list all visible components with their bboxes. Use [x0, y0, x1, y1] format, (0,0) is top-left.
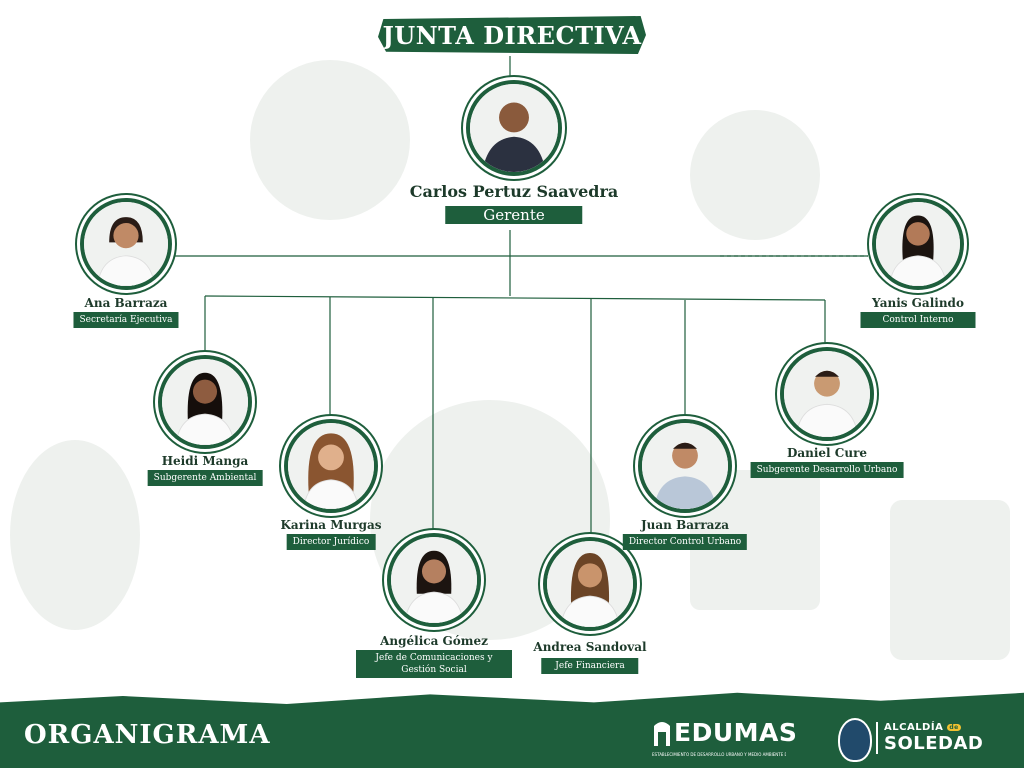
- avatar: [466, 80, 562, 176]
- edumas-emblem-icon: [654, 722, 670, 746]
- member-name: Yanis Galindo: [872, 296, 964, 310]
- member-name: Ana Barraza: [84, 296, 168, 310]
- edumas-subtitle: ESTABLECIMIENTO DE DESARROLLO URBANO Y M…: [652, 752, 786, 757]
- member-name: Carlos Pertuz Saavedra: [409, 182, 619, 201]
- edumas-wordmark: EDUMAS: [674, 718, 798, 747]
- avatar: [638, 419, 732, 513]
- member-name: Andrea Sandoval: [533, 640, 647, 654]
- member-role: Gerente: [445, 206, 583, 224]
- member-name: Heidi Manga: [161, 454, 249, 468]
- background-leaf-icon: [10, 440, 140, 630]
- avatar: [780, 347, 874, 441]
- member-name: Karina Murgas: [280, 518, 382, 532]
- background-bin-icon: [890, 500, 1010, 660]
- soledad-label: SOLEDAD: [884, 733, 984, 754]
- avatar: [543, 537, 637, 631]
- member-name: Juan Barraza: [640, 518, 730, 532]
- edumas-logo: EDUMAS ESTABLECIMIENTO DE DESARROLLO URB…: [652, 716, 797, 760]
- avatar: [872, 198, 964, 290]
- member-role: Subgerente Ambiental: [147, 470, 263, 486]
- footer-title: ORGANIGRAMA: [24, 720, 271, 750]
- alcaldia-badge: de: [947, 723, 961, 731]
- member-name: Daniel Cure: [786, 446, 868, 460]
- member-name: Angélica Gómez: [380, 634, 488, 648]
- logo-divider: [876, 722, 878, 754]
- soledad-seal-icon: [838, 718, 872, 762]
- avatar: [387, 533, 481, 627]
- junta-directiva-banner: JUNTA DIRECTIVA: [378, 16, 646, 54]
- member-role: Jefe Financiera: [541, 658, 639, 674]
- member-role: Jefe de Comunicaciones y Gestión Social: [356, 650, 512, 678]
- avatar: [158, 355, 252, 449]
- member-role: Director Jurídico: [286, 534, 376, 550]
- member-role: Secretaría Ejecutiva: [73, 312, 179, 328]
- member-role: Control Interno: [860, 312, 976, 328]
- alcaldia-soledad-logo: ALCALDÍA de SOLEDAD: [884, 722, 983, 754]
- avatar: [284, 419, 378, 513]
- avatar: [80, 198, 172, 290]
- background-bulb-icon: [690, 110, 820, 240]
- background-plant-icon: [250, 60, 410, 220]
- alcaldia-label: ALCALDÍA: [884, 722, 944, 733]
- member-role: Subgerente Desarrollo Urbano: [750, 462, 904, 478]
- member-role: Director Control Urbano: [622, 534, 748, 550]
